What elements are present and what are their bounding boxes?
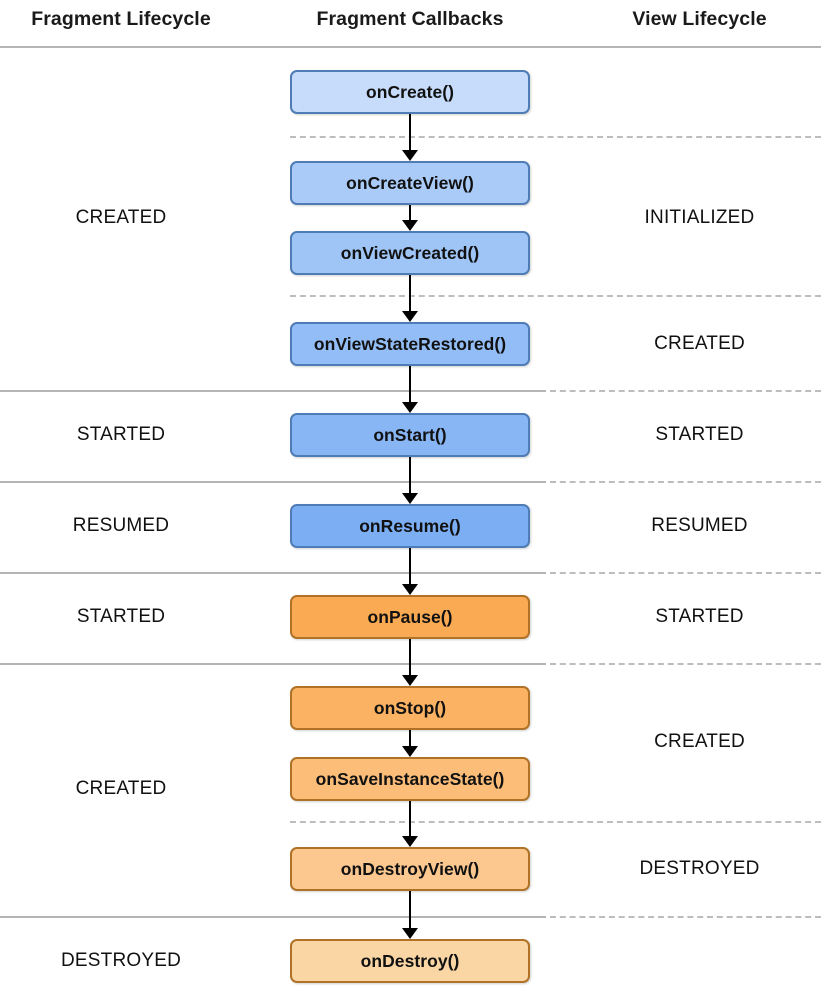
view-state-label-initialized-0: INITIALIZED — [644, 207, 755, 228]
fragment-state-label-created-0: CREATED — [75, 207, 167, 228]
callback-box-on-create-view[interactable]: onCreateView() — [290, 161, 530, 205]
fragment-state-label-created-4: CREATED — [75, 778, 167, 799]
arrow-line-3 — [409, 366, 411, 404]
arrow-head-7 — [402, 746, 418, 757]
separator-solid-7 — [0, 916, 546, 918]
separator-solid-4 — [0, 572, 546, 574]
callback-box-on-stop[interactable]: onStop() — [290, 686, 530, 730]
callback-box-on-view-created[interactable]: onViewCreated() — [290, 231, 530, 275]
arrow-line-9 — [409, 891, 411, 930]
arrow-line-0 — [409, 114, 411, 152]
callback-box-on-start[interactable]: onStart() — [290, 413, 530, 457]
separator-dashed-3 — [550, 481, 821, 483]
view-state-label-started-2: STARTED — [655, 424, 744, 445]
arrow-line-1 — [409, 205, 411, 222]
callback-box-on-view-state-restored[interactable]: onViewStateRestored() — [290, 322, 530, 366]
separator-dashed-4 — [550, 572, 821, 574]
fragment-state-label-started-3: STARTED — [76, 606, 166, 627]
arrow-line-6 — [409, 639, 411, 677]
view-state-label-created-5: CREATED — [654, 731, 745, 752]
arrow-line-7 — [409, 730, 411, 748]
callback-box-on-destroy-view[interactable]: onDestroyView() — [290, 847, 530, 891]
arrow-line-8 — [409, 801, 411, 838]
arrow-head-0 — [402, 150, 418, 161]
view-state-label-created-1: CREATED — [654, 333, 745, 354]
arrow-head-2 — [402, 311, 418, 322]
arrow-head-4 — [402, 493, 418, 504]
separator-dashed-2 — [550, 390, 821, 392]
separator-dashed-7 — [550, 916, 821, 918]
fragment-state-label-resumed-2: RESUMED — [72, 515, 170, 536]
separator-dashed-0 — [290, 136, 821, 138]
arrow-head-3 — [402, 402, 418, 413]
separator-dashed-5 — [550, 663, 821, 665]
fragment-state-label-started-1: STARTED — [76, 424, 166, 445]
separator-solid-5 — [0, 663, 546, 665]
arrow-line-2 — [409, 275, 411, 313]
callback-box-on-pause[interactable]: onPause() — [290, 595, 530, 639]
arrow-head-9 — [402, 928, 418, 939]
callback-box-on-create[interactable]: onCreate() — [290, 70, 530, 114]
column-header-fragment-callbacks: Fragment Callbacks — [316, 8, 504, 30]
arrow-line-5 — [409, 548, 411, 586]
separator-dashed-1 — [290, 295, 821, 297]
arrow-head-6 — [402, 675, 418, 686]
column-header-view-lifecycle: View Lifecycle — [632, 8, 767, 30]
arrow-line-4 — [409, 457, 411, 495]
separator-dashed-6 — [290, 821, 821, 823]
fragment-state-label-destroyed-5: DESTROYED — [60, 950, 182, 971]
arrow-head-5 — [402, 584, 418, 595]
view-state-label-resumed-3: RESUMED — [651, 515, 748, 536]
arrow-head-8 — [402, 836, 418, 847]
separator-solid-2 — [0, 390, 546, 392]
view-state-label-started-4: STARTED — [655, 606, 744, 627]
callback-box-on-save-instance-state[interactable]: onSaveInstanceState() — [290, 757, 530, 801]
view-state-label-destroyed-6: DESTROYED — [639, 858, 760, 879]
column-header-fragment-lifecycle: Fragment Lifecycle — [31, 8, 211, 30]
header-divider — [0, 46, 821, 48]
callback-box-on-resume[interactable]: onResume() — [290, 504, 530, 548]
separator-solid-3 — [0, 481, 546, 483]
callback-box-on-destroy[interactable]: onDestroy() — [290, 939, 530, 983]
arrow-head-1 — [402, 220, 418, 231]
